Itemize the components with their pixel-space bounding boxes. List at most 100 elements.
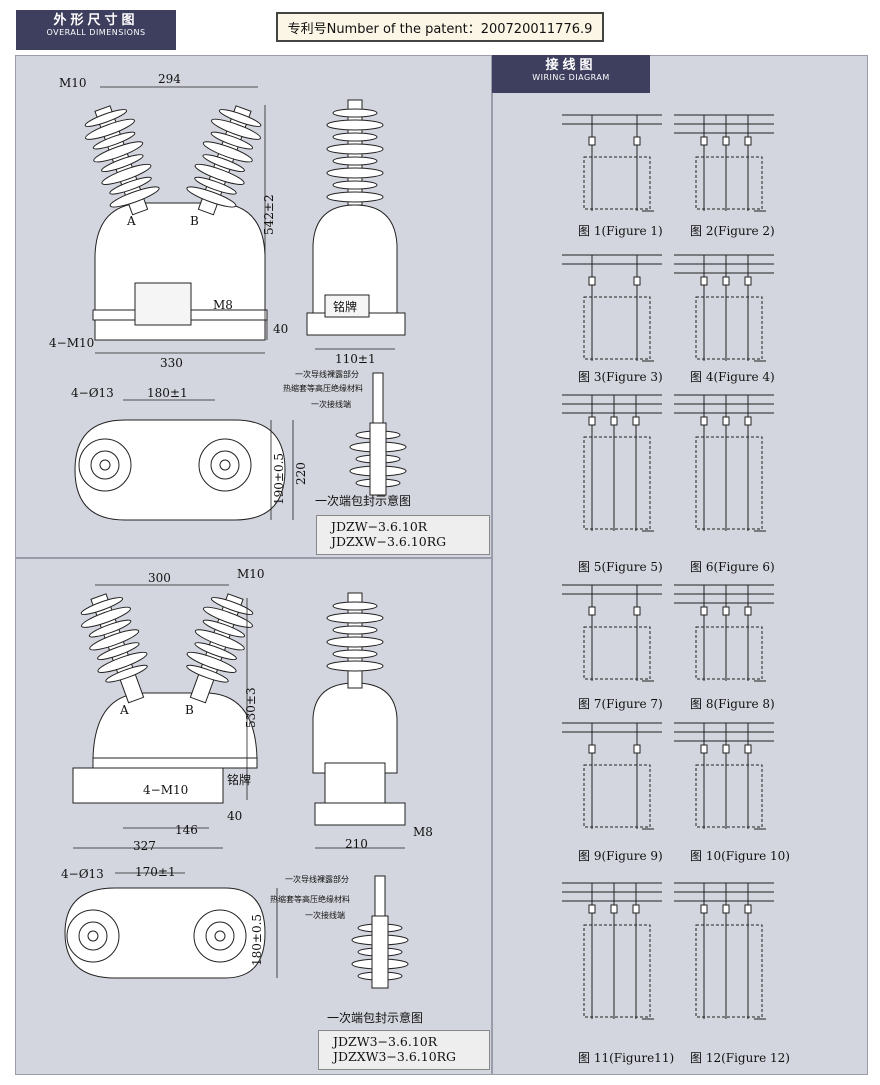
bottom-seal-caption: 一次端包封示意图 [327,1010,423,1025]
side-bushing [326,592,384,689]
wiring-diagram-tag: 接线图 WIRING DIAGRAM [492,55,650,93]
fuse [722,276,730,286]
wiring-figure-11 [562,882,662,1020]
fuse [722,744,730,754]
bottom-seal-line2: 热缩套等高压绝缘材料 [270,894,350,904]
fuse [700,136,708,146]
fuse [722,416,730,426]
wiring-caption-2: 图 2(Figure 2) [690,224,775,238]
wiring-caption-3: 图 3(Figure 3) [578,370,663,384]
fuse [700,904,708,914]
wiring-figure-10 [674,722,774,830]
fuse [588,904,596,914]
wiring-caption-4: 图 4(Figure 4) [690,370,775,384]
wiring-caption-11: 图 11(Figure11) [578,1051,674,1065]
fuse [610,416,618,426]
top-dim-width: 294 [158,72,181,86]
bottom-label-bolt: M10 [237,567,265,581]
fuse [588,136,596,146]
wiring-figure-4 [674,254,774,362]
fuse [700,744,708,754]
fuse [610,904,618,914]
wiring-caption-8: 图 8(Figure 8) [690,697,775,711]
bottom-dim-side: 210 [345,837,368,851]
wiring-cn-label: 接线图 [545,58,597,73]
transformer-box [583,764,651,828]
wiring-figure-6 [674,394,774,532]
bottom-model-1: JDZW3−3.6.10R [333,1034,438,1049]
bottom-dim-plan-width: 170±1 [135,865,176,879]
fuse [744,136,752,146]
transformer-box [583,626,651,680]
fuse [632,904,640,914]
bottom-label-holes: 4−Ø13 [61,867,104,881]
transformer-box [583,296,651,360]
top-seal-caption: 一次端包封示意图 [315,493,411,508]
wiring-caption-1: 图 1(Figure 1) [578,224,663,238]
top-dim-height: 542±2 [262,194,276,235]
bottom-seal-line1: 一次导线裸露部分 [285,874,349,884]
transformer-box [695,156,763,210]
top-dim-gap: 40 [273,322,288,336]
left-bushing-front [84,105,160,216]
wiring-figure-3 [562,254,662,362]
top-model-box: JDZW−3.6.10R JDZXW−3.6.10RG [316,515,490,555]
fuse [722,136,730,146]
wiring-figure-2 [674,114,774,212]
fuse [588,276,596,286]
top-seal-line3: 一次接线端 [311,399,351,409]
front-nameplate [134,282,192,326]
wiring-caption-9: 图 9(Figure 9) [578,849,663,863]
wiring-panel [492,55,868,1075]
wiring-caption-6: 图 6(Figure 6) [690,560,775,574]
wiring-figure-12 [674,882,774,1020]
transformer-box [695,436,763,530]
bottom-dim-plan-depth: 180±0.5 [250,914,264,966]
top-label-bolt: M10 [59,76,87,90]
transformer-box [583,924,651,1018]
wiring-figure-7 [562,584,662,682]
patent-number: 专利号Number of the patent：200720011776.9 [276,12,604,42]
front-body [92,692,258,759]
seal-view [349,372,407,496]
bottom-label-a: A [119,703,129,717]
wiring-caption-5: 图 5(Figure 5) [578,560,663,574]
right-bushing-front [186,593,254,704]
top-model-1: JDZW−3.6.10R [331,519,428,534]
wiring-figures [562,114,774,1020]
top-dim-plan-depth2: 220 [294,462,308,485]
fuse [722,606,730,616]
fuse [632,416,640,426]
wiring-caption-10: 图 10(Figure 10) [690,849,790,863]
transformer-box [695,296,763,360]
fuse [744,904,752,914]
overall-cn-label: 外形尺寸图 [53,13,139,28]
bottom-dim-base: 327 [133,839,156,853]
top-model-2: JDZXW−3.6.10RG [331,534,447,549]
bottom-label-b: B [185,703,194,717]
wiring-captions: 图 1(Figure 1) 图 2(Figure 2) 图 3(Figure 3) 图… [578,224,790,1065]
top-seal-line1: 一次导线裸露部分 [295,369,359,379]
wiring-svg: 图 1(Figure 1) 图 2(Figure 2) 图 3(Figure 3) 图… [562,114,790,1065]
side-nameplate [324,294,370,318]
seal-view [351,875,409,989]
transformer-box [695,626,763,680]
bottom-label-screw: M8 [413,825,433,839]
bottom-label-nameplate: 铭牌 [227,772,251,787]
fuse [744,416,752,426]
bottom-dim-inner: 146 [175,823,198,837]
side-base [314,802,406,826]
fuse [588,744,596,754]
fuse [633,744,641,754]
top-label-b: B [190,214,199,228]
wiring-figure-5 [562,394,662,532]
bottom-dim-height: 530±3 [244,687,258,728]
fuse [700,606,708,616]
top-dim-plan-width: 180±1 [147,386,188,400]
bottom-model-box: JDZW3−3.6.10R JDZXW3−3.6.10RG [318,1030,490,1070]
top-label-holes: 4−Ø13 [71,386,114,400]
overall-dimensions-tag: 外形尺寸图 OVERALL DIMENSIONS [16,10,176,50]
top-label-nameplate: 铭牌 [333,299,357,314]
wiring-figure-9 [562,722,662,830]
wiring-figure-8 [674,584,774,682]
